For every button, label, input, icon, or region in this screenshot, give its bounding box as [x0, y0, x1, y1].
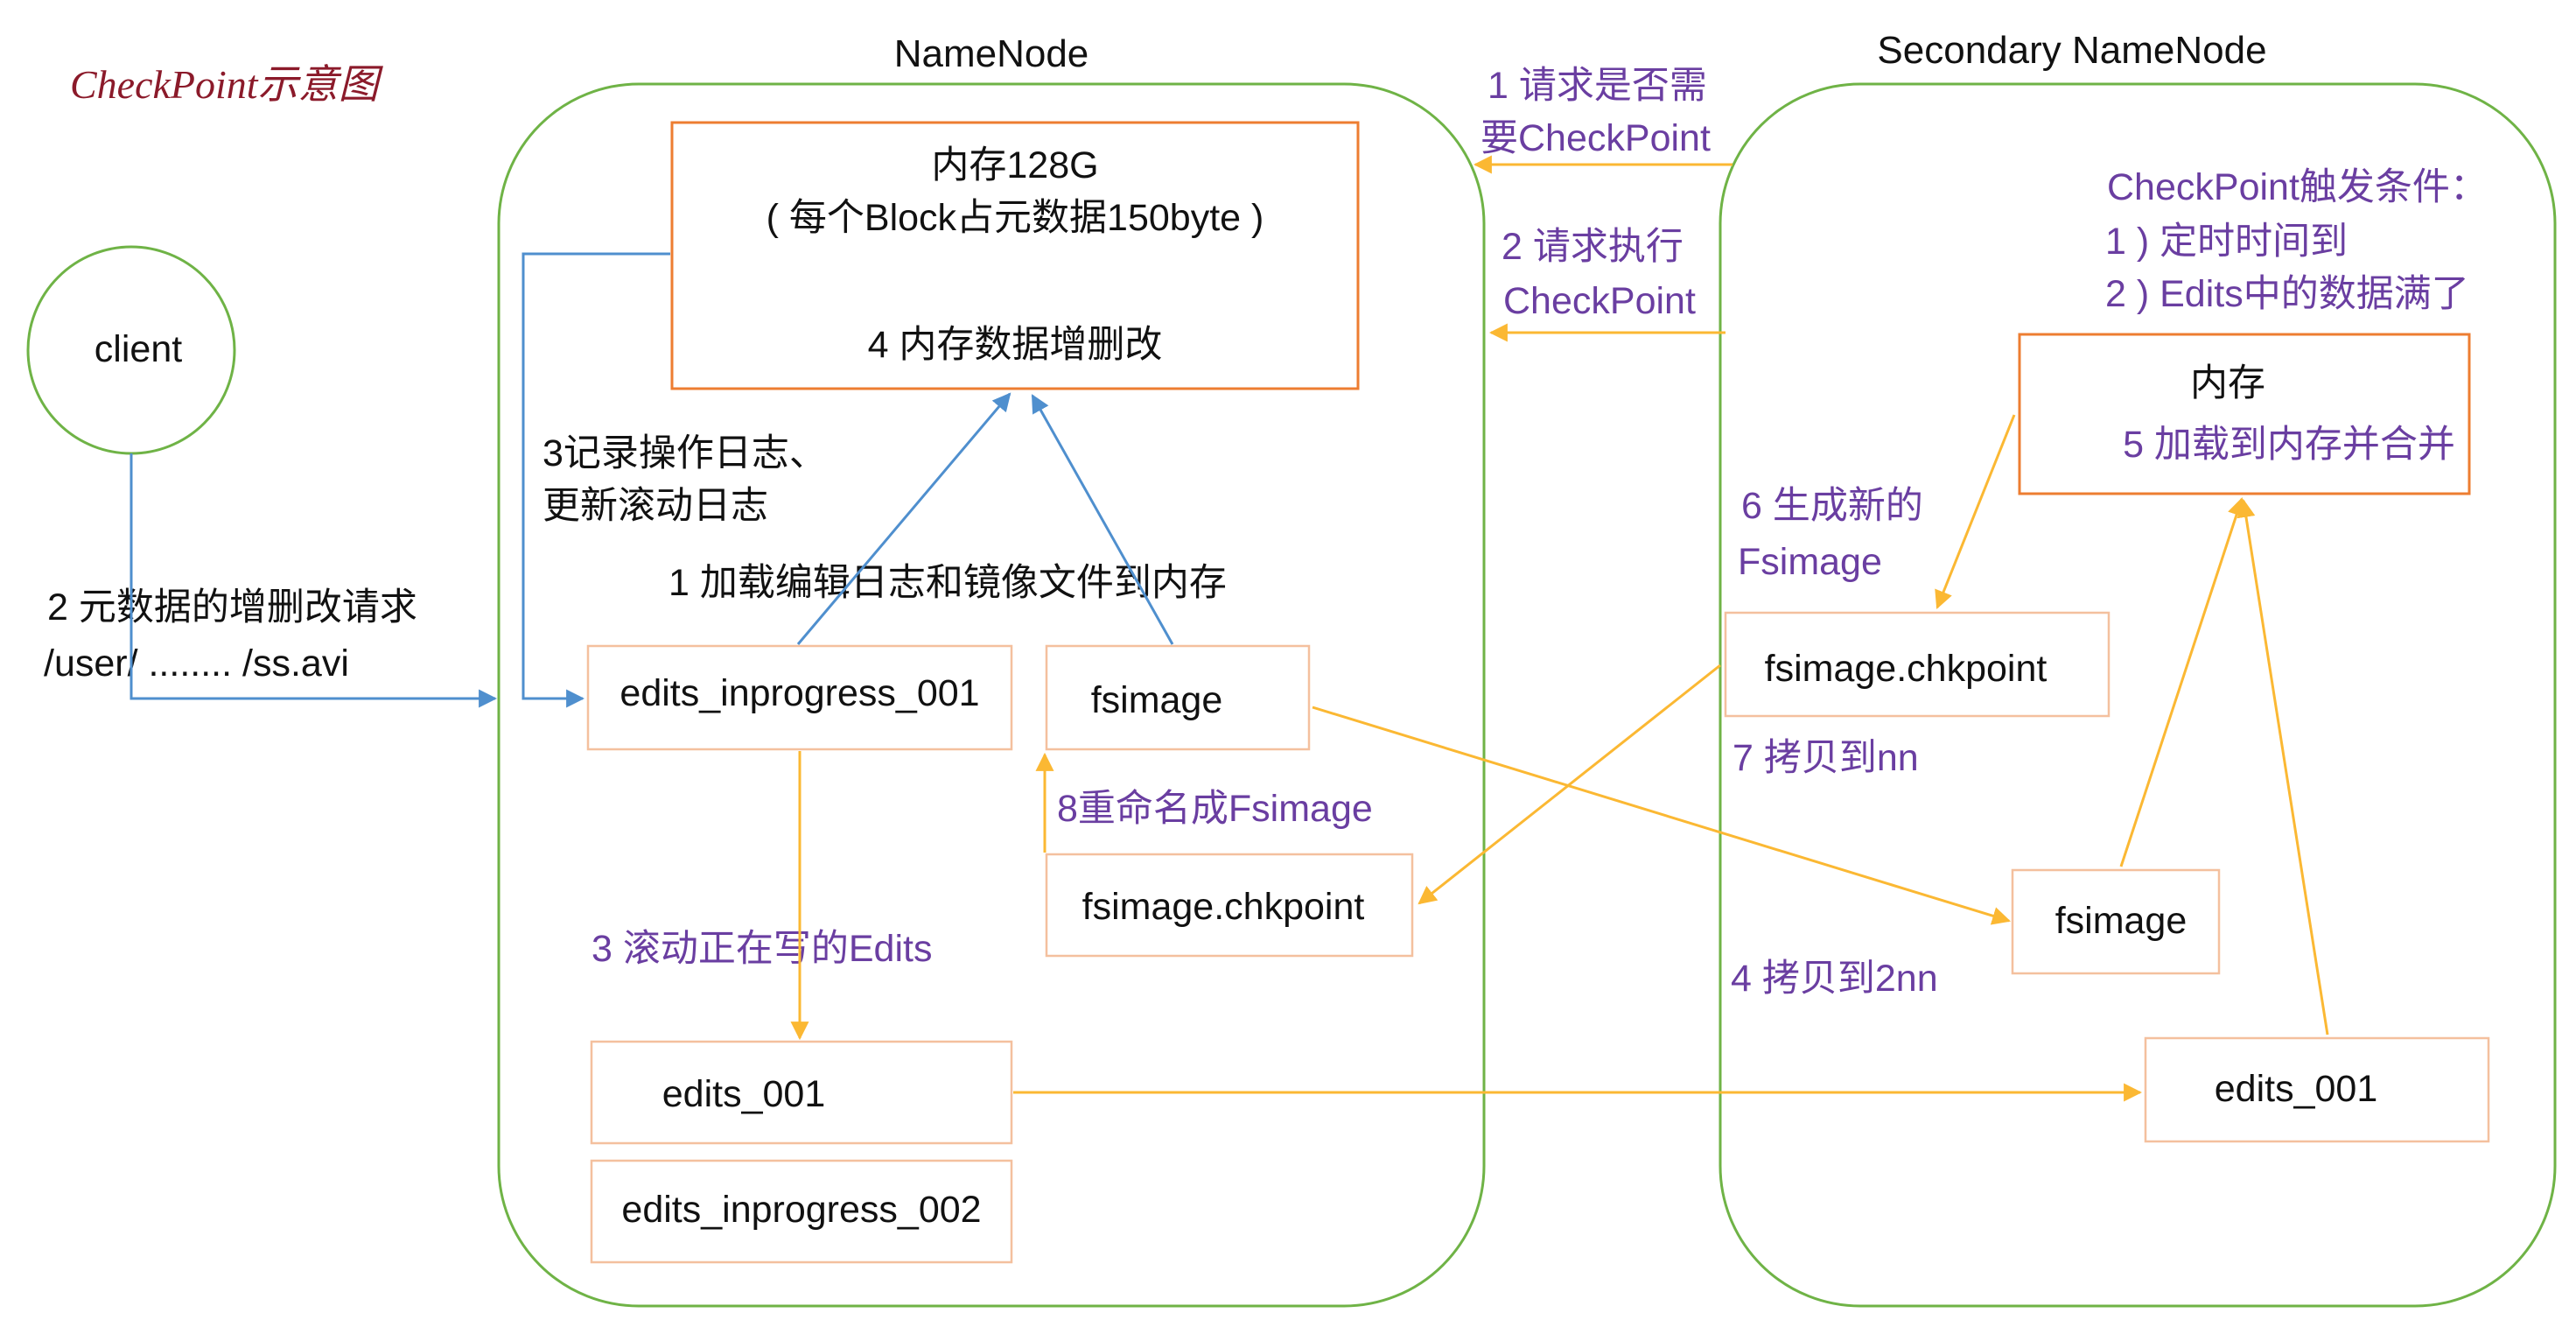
copy-fsimage-to-2nn-arrow	[1312, 706, 2012, 925]
edits-inprogress-002-box	[590, 1159, 1013, 1264]
step3-roll-label: 3 滚动正在写的Edits	[592, 928, 932, 970]
load-edits-to-memory-arrow	[2236, 498, 2329, 1036]
step6-line1: 6 生成新的	[1741, 485, 1923, 527]
namenode-fsimage-box	[1045, 644, 1311, 751]
execute-checkpoint-line2: CheckPoint	[1503, 280, 1696, 322]
secondary-fsimage-chkpoint-label: fsimage.chkpoint	[1765, 648, 2048, 690]
step3-log-line2: 更新滚动日志	[542, 485, 768, 527]
namenode-container	[497, 82, 1486, 1308]
request-checkpoint-line2: 要CheckPoint	[1480, 117, 1711, 159]
secondary-memory-box	[2018, 333, 2471, 495]
edits-inprogress-001-label: edits_inprogress_001	[620, 672, 979, 714]
secondary-memory-line2: 5 加载到内存并合并	[2123, 424, 2455, 466]
namenode-fsimage-chkpoint-label: fsimage.chkpoint	[1082, 886, 1365, 928]
client-label: client	[94, 328, 182, 370]
namenode-title: NameNode	[894, 32, 1089, 75]
namenode-fsimage-chkpoint-box	[1045, 853, 1414, 958]
log-operation-arrow	[522, 252, 670, 708]
step8-rename-label: 8重命名成Fsimage	[1057, 788, 1373, 830]
secondary-edits-001-box	[2144, 1036, 2490, 1143]
secondary-fsimage-chkpoint-box	[1724, 611, 2110, 718]
namenode-fsimage-label: fsimage	[1091, 679, 1223, 721]
namenode-edits-001-box	[590, 1040, 1013, 1145]
load-edits-arrow	[796, 392, 1012, 645]
copy-chkpoint-to-nn-arrow	[1418, 664, 1721, 905]
namenode-memory-line2: ( 每个Block占元数据150byte )	[766, 197, 1264, 239]
namenode-memory-line3: 4 内存数据增删改	[868, 324, 1163, 366]
secondary-fsimage-box	[2011, 868, 2221, 975]
edits-inprogress-002-label: edits_inprogress_002	[621, 1189, 981, 1231]
generate-fsimage-arrow	[1935, 414, 2016, 609]
namenode-edits-001-label: edits_001	[662, 1073, 826, 1115]
step3-log-line1: 3记录操作日志、	[542, 432, 827, 474]
trigger-condition-line2: 1 ) 定时时间到	[2105, 221, 2348, 263]
client-request-line1: 2 元数据的增删改请求	[47, 586, 417, 628]
load-fsimage-arrow	[1031, 394, 1174, 645]
request-checkpoint-line1: 1 请求是否需	[1488, 65, 1707, 107]
client-request-arrow	[130, 453, 498, 708]
diagram-title: CheckPoint示意图	[70, 62, 384, 107]
step6-line2: Fsimage	[1738, 541, 1882, 583]
step4-label: 4 拷贝到2nn	[1731, 958, 1938, 1000]
secondary-memory-line1: 内存	[2190, 362, 2265, 404]
secondary-namenode-container	[1718, 82, 2557, 1308]
step1-load-label: 1 加载编辑日志和镜像文件到内存	[668, 562, 1227, 604]
secondary-fsimage-label: fsimage	[2055, 900, 2188, 942]
trigger-condition-line1: CheckPoint触发条件：	[2107, 166, 2488, 208]
step7-label: 7 拷贝到nn	[1732, 737, 1919, 779]
load-fsimage-to-memory-arrow	[2119, 497, 2246, 867]
trigger-condition-line3: 2 ) Edits中的数据满了	[2105, 273, 2469, 315]
secondary-edits-001-label: edits_001	[2215, 1068, 2378, 1110]
namenode-memory-line1: 内存128G	[931, 144, 1098, 186]
client-request-line2: /user/ ........ /ss.avi	[44, 642, 349, 685]
execute-checkpoint-line1: 2 请求执行	[1502, 226, 1684, 268]
edits-inprogress-001-box	[586, 644, 1013, 751]
secondary-namenode-title: Secondary NameNode	[1877, 29, 2266, 72]
namenode-memory-box	[670, 121, 1360, 390]
